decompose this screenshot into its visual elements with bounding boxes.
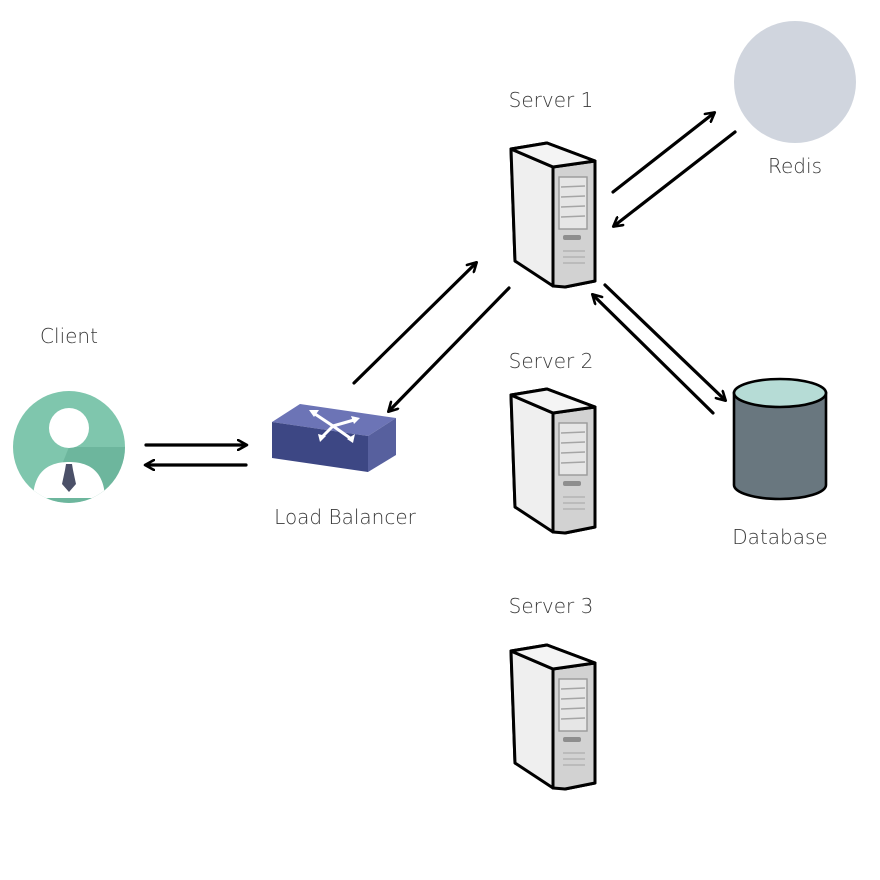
network-switch-icon (272, 404, 396, 472)
server-tower-icon (509, 141, 597, 289)
arrow-server1-to-redis (611, 113, 714, 194)
arrow-server1-to-lb (389, 286, 511, 411)
server-tower-icon (509, 387, 597, 535)
arrow-redis-to-server1 (614, 130, 737, 226)
server2-label: Server 2 (508, 349, 594, 373)
arrow-server1-to-db (603, 283, 725, 400)
connector-arrows (146, 113, 737, 465)
user-avatar-icon (13, 391, 125, 503)
server-tower-icon (509, 643, 597, 791)
server3-label: Server 3 (508, 594, 594, 618)
load-balancer-label: Load Balancer (274, 505, 416, 529)
database-cylinder-icon (732, 377, 828, 501)
client-label: Client (40, 324, 98, 348)
redis-label: Redis (768, 154, 822, 178)
database-label: Database (732, 525, 828, 549)
cache-circle-icon (734, 21, 856, 143)
arrow-db-to-server1 (593, 295, 715, 415)
arrow-lb-to-server1 (352, 263, 476, 385)
server1-label: Server 1 (508, 88, 594, 112)
